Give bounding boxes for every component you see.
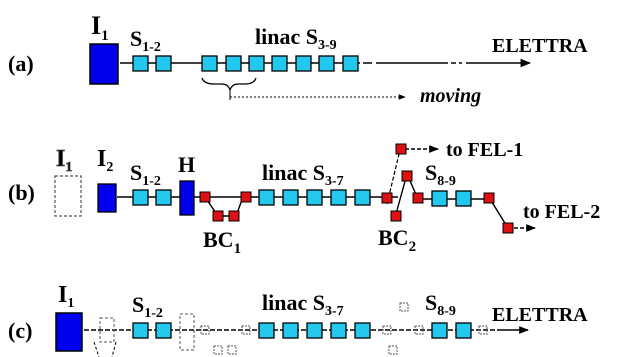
section-block — [431, 322, 448, 339]
panel-b-fel1-label: to FEL-1 — [446, 139, 523, 161]
panel-a-linac-sections — [201, 55, 359, 72]
panel-c-s89-sections — [431, 322, 472, 339]
chicane-magnet — [240, 191, 252, 203]
panel-b-injector-block — [97, 183, 117, 213]
section-block — [306, 322, 323, 339]
chicane-magnet — [401, 170, 413, 182]
panel-c-ghost-magnet — [200, 325, 210, 335]
section-block — [330, 189, 347, 206]
panel-c-ghost-magnet — [213, 345, 223, 355]
panel-a-s12-sections — [132, 55, 172, 72]
section-block — [155, 55, 172, 72]
panel-b-old-injector-label: I1 — [56, 146, 72, 175]
panel-c-ghost-magnet — [478, 325, 488, 335]
section-block — [258, 322, 275, 339]
panel-c-ghost-heater — [179, 313, 195, 351]
panel-c-ghost-magnet — [382, 325, 392, 335]
panel-b: (b) I1 I2 S1-2 H — [8, 139, 600, 257]
panel-c-tag: (c) — [8, 318, 32, 343]
chicane-magnet — [483, 192, 495, 204]
section-block — [248, 55, 265, 72]
panel-a-linac-label: linac S3-9 — [255, 24, 337, 53]
section-block — [295, 55, 312, 72]
section-block — [282, 322, 299, 339]
panel-b-old-injector-outline — [54, 175, 82, 217]
panel-c-s12-label: S1-2 — [132, 292, 163, 321]
panel-a: (a) I1 S1-2 linac S3-9 ELETTRA — [8, 11, 588, 107]
panel-c-ghost-magnet — [241, 325, 251, 335]
section-block — [354, 322, 371, 339]
panel-c-injector-label: I1 — [58, 282, 74, 311]
section-block — [330, 322, 347, 339]
panel-b-s89-sections — [431, 190, 472, 207]
section-block — [354, 189, 371, 206]
section-block — [342, 55, 359, 72]
chicane-magnet — [390, 210, 402, 222]
panel-c-linac-sections — [258, 322, 371, 339]
panel-a-tag: (a) — [8, 51, 34, 76]
section-block — [225, 55, 242, 72]
panel-a-injector-label: I1 — [91, 11, 109, 44]
panel-b-tag: (b) — [8, 180, 35, 205]
section-block — [132, 55, 149, 72]
chicane-magnet — [412, 192, 424, 204]
section-block — [282, 189, 299, 206]
panel-b-heater-label: H — [178, 152, 195, 177]
section-block — [201, 55, 218, 72]
section-block — [271, 55, 288, 72]
section-block — [306, 189, 323, 206]
chicane-magnet — [395, 143, 407, 155]
panel-b-injector-label: I2 — [97, 146, 113, 175]
section-block — [318, 55, 335, 72]
panel-c-s12-sections — [132, 322, 172, 339]
panel-c-injector-block — [55, 312, 83, 352]
section-block — [455, 322, 472, 339]
section-block — [132, 322, 149, 339]
panel-b-s12-label: S1-2 — [130, 160, 161, 189]
panel-b-bc1-path — [204, 196, 244, 217]
panel-b-bc2-label: BC2 — [378, 225, 416, 255]
panel-b-s89-label: S8-9 — [425, 160, 456, 189]
panel-b-s12-sections — [132, 189, 172, 206]
panel-a-moving-brace — [201, 77, 257, 93]
panel-c-linac-label: linac S3-7 — [262, 290, 344, 319]
panel-a-s12-label: S1-2 — [130, 26, 161, 55]
section-block — [155, 189, 172, 206]
chicane-magnet — [381, 192, 393, 204]
section-block — [155, 322, 172, 339]
panel-a-injector-block — [89, 43, 119, 85]
chicane-magnet — [502, 222, 514, 234]
panel-c-s89-label: S8-9 — [425, 290, 456, 319]
section-block — [455, 190, 472, 207]
panel-c: (c) I1 S1-2 linac S3-7 — [8, 282, 588, 357]
panel-b-fel2-label: to FEL-2 — [523, 201, 600, 223]
panel-b-bc2-magnets — [381, 143, 514, 234]
panel-c-ghost-magnet — [399, 302, 409, 312]
panel-a-destination-label: ELETTRA — [492, 35, 588, 57]
panel-c-ghost-magnet — [388, 345, 398, 355]
chicane-magnet — [199, 191, 211, 203]
section-block — [258, 189, 275, 206]
panel-c-ghost-magnet — [414, 325, 424, 335]
section-block — [431, 190, 448, 207]
panel-c-destination-label: ELETTRA — [492, 304, 588, 326]
panel-b-bc1-magnets — [199, 191, 252, 222]
panel-b-bc1-label: BC1 — [203, 227, 241, 257]
panel-b-linac-sections — [258, 189, 371, 206]
panel-c-ghost-magnet — [227, 345, 237, 355]
chicane-magnet — [212, 210, 224, 222]
panel-c-ghost-injector — [99, 317, 115, 343]
panel-c-ghost-dogleg — [93, 341, 117, 357]
panel-b-heater-block — [179, 180, 195, 216]
chicane-magnet — [228, 210, 240, 222]
panel-a-moving-label: moving — [420, 85, 481, 107]
section-block — [132, 189, 149, 206]
panel-b-linac-label: linac S3-7 — [262, 160, 344, 189]
